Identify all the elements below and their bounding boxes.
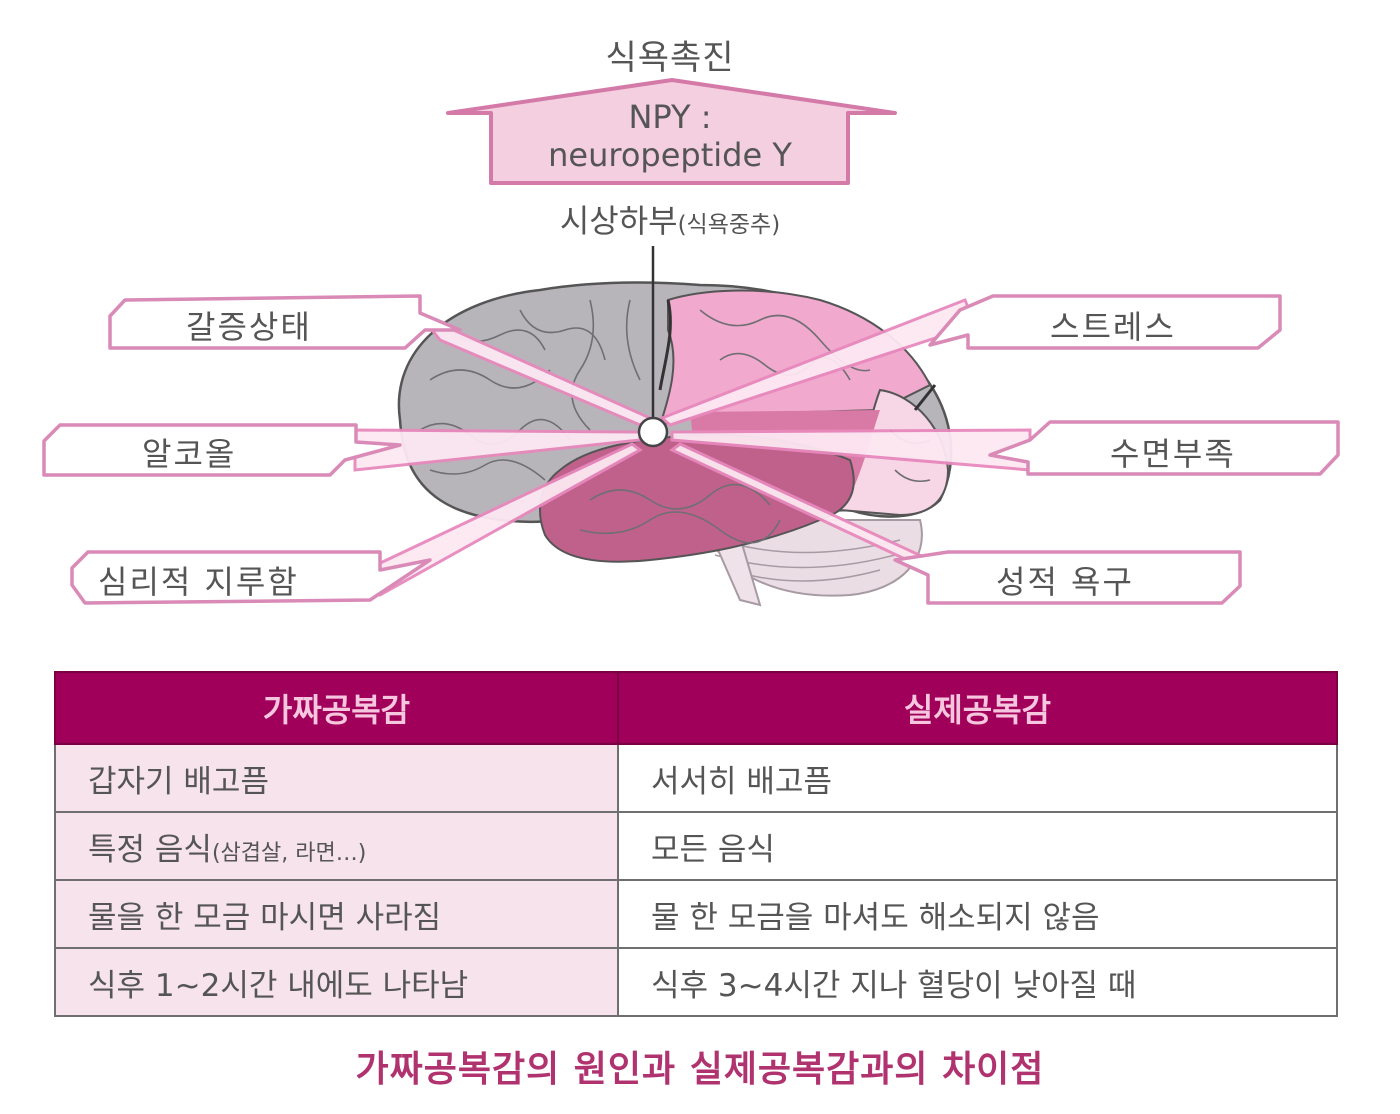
fake-hunger-cell: 물을 한 모금 마시면 사라짐: [54, 879, 619, 949]
real-hunger-cell: 서서히 배고픔: [617, 743, 1338, 813]
fake-hunger-text: 특정 음식: [88, 831, 212, 868]
callout-box-thirst: [108, 294, 462, 350]
factor-stress: 스트레스: [1050, 308, 1176, 346]
factor-sleep-deprivation: 수면부족: [1110, 435, 1236, 473]
table-row: 특정 음식(삼겹살, 라면…) 모든 음식: [54, 811, 1338, 881]
fake-hunger-note: (삼겹살, 라면…): [211, 840, 367, 866]
appetite-promotion-label: 식욕촉진: [605, 38, 735, 78]
callout-box-sexual-desire: [893, 550, 1242, 605]
callout-box-alcohol: [42, 423, 402, 477]
hypothalamus-label: 시상하부(식욕중추): [490, 196, 850, 242]
factor-rays: [352, 298, 1032, 597]
fake-hunger-cell: 특정 음식(삼겹살, 라면…): [54, 811, 619, 881]
real-hunger-cell: 물 한 모금을 마셔도 해소되지 않음: [617, 879, 1338, 949]
table-row: 식후 1~2시간 내에도 나타남 식후 3~4시간 지나 혈당이 낮아질 때: [54, 947, 1338, 1017]
hunger-comparison-table: 가짜공복감 실제공복감 갑자기 배고픔 서서히 배고픔 특정 음식(삼겹살, 라…: [54, 671, 1338, 1017]
factor-alcohol: 알코올: [142, 435, 237, 473]
real-hunger-cell: 식후 3~4시간 지나 혈당이 낮아질 때: [617, 947, 1338, 1017]
callout-box-boredom: [70, 550, 432, 605]
hypothalamus-marker: [637, 416, 669, 448]
npy-arrow-shape: [446, 78, 897, 185]
header-fake-hunger: 가짜공복감: [54, 671, 619, 745]
factor-sexual-desire: 성적 욕구: [996, 563, 1134, 601]
fake-hunger-cell: 식후 1~2시간 내에도 나타남: [54, 947, 619, 1017]
fake-hunger-cell: 갑자기 배고픔: [54, 743, 619, 813]
callout-box-stress: [928, 294, 1282, 350]
npy-abbrev: NPY :: [628, 98, 712, 136]
figure-caption: 가짜공복감의 원인과 실제공복감과의 차이점: [355, 1049, 1045, 1090]
factor-boredom: 심리적 지루함: [98, 563, 299, 601]
table-header-row: 가짜공복감 실제공복감: [54, 671, 1338, 745]
hypothalamus-sub: (식욕중추): [677, 212, 781, 238]
brain-illustration: [397, 281, 953, 607]
factor-thirst: 갈증상태: [186, 308, 312, 346]
brain-diagram: [42, 78, 1340, 607]
npy-fullname: neuropeptide Y: [548, 136, 792, 174]
header-real-hunger: 실제공복감: [617, 671, 1338, 745]
table-row: 물을 한 모금 마시면 사라짐 물 한 모금을 마셔도 해소되지 않음: [54, 879, 1338, 949]
real-hunger-cell: 모든 음식: [617, 811, 1338, 881]
npy-label: NPY : neuropeptide Y: [500, 98, 840, 174]
callout-box-sleep: [988, 420, 1340, 476]
hypothalamus-main: 시상하부: [559, 202, 678, 240]
table-row: 갑자기 배고픔 서서히 배고픔: [54, 743, 1338, 813]
